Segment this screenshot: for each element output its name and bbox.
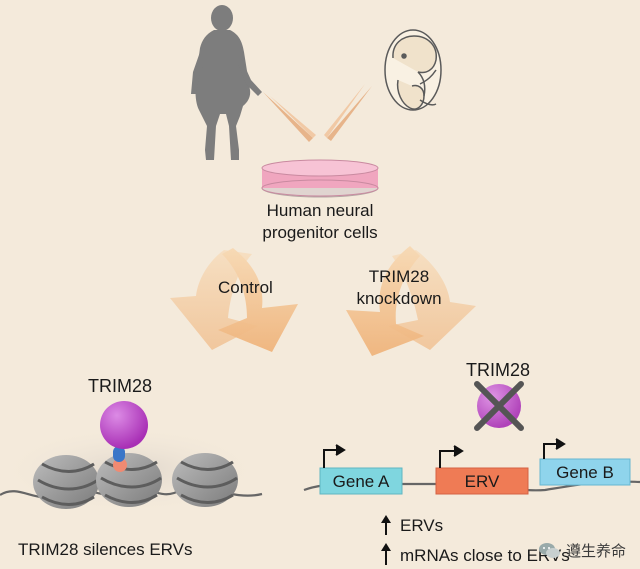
watermark-text: 遵生养命 <box>565 543 626 560</box>
control-branch-arrow <box>170 248 298 352</box>
nucleosome-2 <box>96 453 162 507</box>
trim28-knockdown-icon <box>474 381 524 431</box>
left-caption: TRIM28 silences ERVs <box>18 540 193 559</box>
promoter-arrow-erv <box>439 445 464 468</box>
gene-b-label: Gene B <box>556 463 614 482</box>
knockdown-label: TRIM28 knockdown <box>356 267 442 308</box>
petri-dish-icon <box>261 159 379 198</box>
source-label: Human neural progenitor cells <box>262 201 378 242</box>
nucleosome-1 <box>33 455 99 509</box>
converging-arrows <box>263 84 372 142</box>
effect-mrna-label: mRNAs close to ERVs <box>400 546 570 565</box>
watermark: 遵生养命 <box>538 540 626 561</box>
gene-b-box <box>539 458 631 486</box>
promoter-arrow-gene-a <box>323 444 346 468</box>
erv-box <box>435 467 529 495</box>
knockdown-branch-arrow <box>346 246 476 356</box>
trim28-label-right: TRIM28 <box>466 360 531 380</box>
up-arrow-icon-1 <box>381 515 391 535</box>
gene-a-label: Gene A <box>332 472 390 491</box>
promoter-arrow-gene-b <box>543 438 566 459</box>
erv-label: ERV <box>464 472 500 491</box>
wechat-logo-icon <box>538 542 560 558</box>
human-silhouette-icon <box>191 5 262 160</box>
effect-erv-label: ERVs <box>400 516 444 535</box>
nucleosome-3 <box>172 453 238 507</box>
trim28-label-left: TRIM28 <box>88 376 153 396</box>
up-arrow-icon-2 <box>381 543 391 565</box>
gene-a-box <box>319 467 403 495</box>
trim28-protein-bound <box>100 401 148 472</box>
fetus-icon <box>384 29 442 111</box>
control-label: Control <box>218 278 273 297</box>
